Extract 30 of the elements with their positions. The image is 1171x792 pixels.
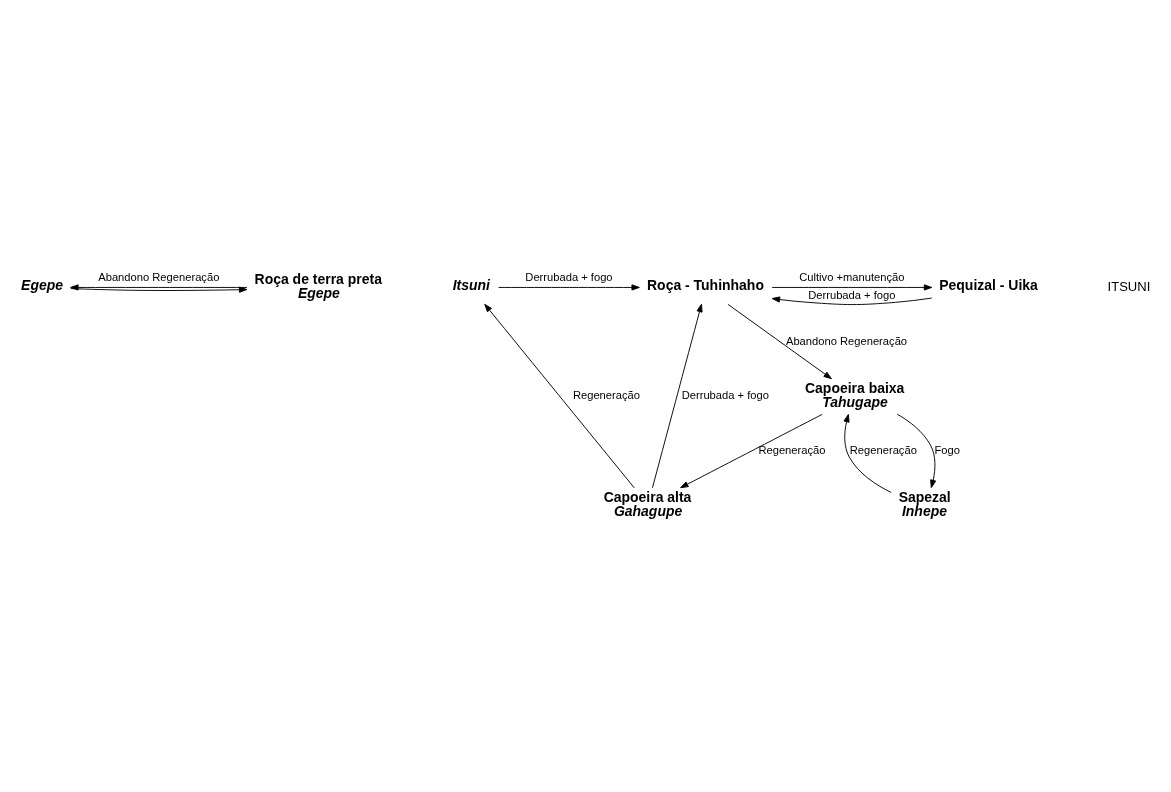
edge-label: Regeneração (572, 388, 641, 401)
arrow (771, 283, 933, 290)
arrow (70, 286, 248, 293)
edge-label: Derrubada + fogo (808, 288, 896, 301)
edge-label: Abandono Regeneração (785, 334, 908, 347)
arrow (652, 303, 703, 488)
arrow (843, 413, 892, 493)
label: ITSUNI (1107, 278, 1151, 294)
edge-label: Regeneração (849, 443, 917, 456)
edge-label: Abandono Regeneração (98, 270, 220, 283)
edge-label: Fogo (934, 443, 960, 456)
node-text: Sapezal Inhepe (898, 488, 951, 519)
node-text: Egepe (21, 276, 64, 293)
arrow (896, 413, 937, 488)
node-text: Pequizal - Uika (939, 276, 1038, 293)
arrow (484, 303, 635, 488)
edge-label: Cultivo +manutenção (799, 270, 905, 283)
arrow (680, 413, 823, 488)
node-text: Capoeira alta Gahagupe (603, 488, 692, 519)
arrow (498, 283, 640, 290)
edge-label: Derrubada + fogo (681, 388, 769, 401)
arrow (727, 303, 832, 379)
arrow (771, 295, 933, 305)
edge-label: Derrubada + fogo (525, 270, 613, 283)
node-text: Itsuni (452, 276, 490, 293)
node-text: Roça - Tuhinhaho (647, 276, 764, 293)
node-text: Roça de terra preta Egepe (254, 270, 382, 301)
node-text: Capoeira baixa Tahugape (805, 379, 905, 410)
edge-label: Regeneração (758, 443, 826, 456)
arrow (70, 283, 248, 290)
